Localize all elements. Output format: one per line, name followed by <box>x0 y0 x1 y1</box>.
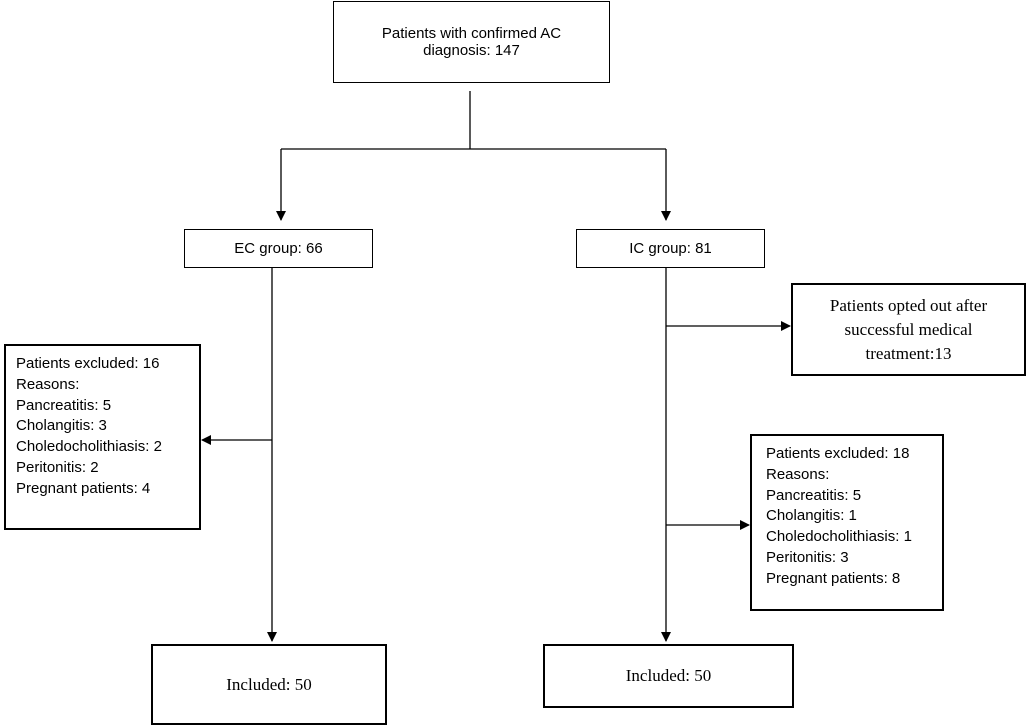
ec-reason-item: Choledocholithiasis: 2 <box>16 438 162 456</box>
ec-excluded-box: Patients excluded: 16 Reasons: Pancreati… <box>4 344 201 530</box>
opted-out-line1: Patients opted out after <box>829 295 988 315</box>
confirmed-ac-box: Patients with confirmed AC diagnosis: 14… <box>333 1 610 83</box>
ic-reason-item: Pregnant patients: 8 <box>766 569 901 587</box>
confirmed-ac-line2: diagnosis: 147 <box>423 42 520 59</box>
ec-included-label: Included: 50 <box>226 674 312 694</box>
ec-reason-item: Cholangitis: 3 <box>16 417 107 435</box>
ic-excluded-title: Patients excluded: 18 <box>766 445 910 462</box>
ec-reason-item: Pancreatitis: 5 <box>16 396 112 414</box>
ic-reason-item: Peritonitis: 3 <box>766 548 849 566</box>
ic-reason-item: Cholangitis: 1 <box>766 507 857 525</box>
opted-out-line3: treatment:13 <box>865 343 952 363</box>
ec-included-box: Included: 50 <box>151 644 387 725</box>
ic-reasons-label: Reasons: <box>766 465 830 483</box>
opted-out-line2: successful medical <box>844 319 973 339</box>
ic-included-box: Included: 50 <box>543 644 794 708</box>
ic-reason-item: Pancreatitis: 5 <box>766 486 862 504</box>
ic-included-label: Included: 50 <box>625 666 712 685</box>
ec-excluded-title: Patients excluded: 16 <box>16 355 160 372</box>
ic-reason-item: Choledocholithiasis: 1 <box>766 528 912 546</box>
ec-reason-item: Pregnant patients: 4 <box>16 479 151 497</box>
ec-group-box: EC group: 66 <box>184 229 373 268</box>
ic-group-label: IC group: 81 <box>629 240 712 257</box>
ic-group-box: IC group: 81 <box>576 229 765 268</box>
ec-group-label: EC group: 66 <box>234 240 323 257</box>
ec-reasons-label: Reasons: <box>16 375 80 393</box>
confirmed-ac-line1: Patients with confirmed AC <box>381 25 562 42</box>
ec-reason-item: Peritonitis: 2 <box>16 458 99 476</box>
opted-out-box: Patients opted out after successful medi… <box>791 283 1026 376</box>
ic-excluded-box: Patients excluded: 18 Reasons: Pancreati… <box>750 434 944 611</box>
